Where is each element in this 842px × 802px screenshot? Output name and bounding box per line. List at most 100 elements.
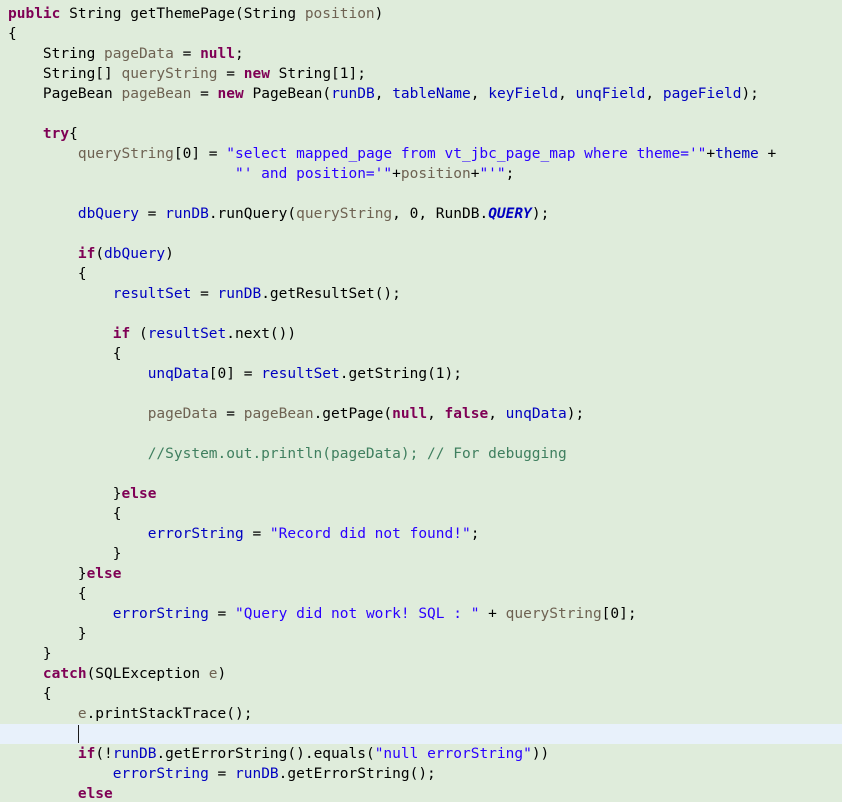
code-line[interactable]: } <box>0 624 842 644</box>
token-local: position <box>304 6 375 22</box>
token-string: "' and position='" <box>234 166 393 182</box>
token-string: "Query did not work! SQL : " <box>235 606 480 622</box>
code-line[interactable]: dbQuery = runDB.runQuery(queryString, 0,… <box>0 204 842 224</box>
token-plain: = <box>208 766 235 782</box>
code-line[interactable] <box>0 184 842 204</box>
token-plain: String[1]; <box>269 66 366 82</box>
code-line[interactable]: if (resultSet.next()) <box>0 324 842 344</box>
code-line[interactable]: { <box>0 504 842 524</box>
code-line[interactable]: { <box>0 344 842 364</box>
token-plain: + <box>479 606 506 622</box>
token-plain: { <box>69 126 78 142</box>
code-line[interactable]: unqData[0] = resultSet.getString(1); <box>0 364 842 384</box>
token-field: errorString <box>112 766 209 782</box>
token-keyword: else <box>121 486 157 502</box>
token-field: runDB <box>235 766 279 782</box>
code-line[interactable]: { <box>0 584 842 604</box>
code-line[interactable]: { <box>0 684 842 704</box>
code-line[interactable]: errorString = "Query did not work! SQL :… <box>0 604 842 624</box>
code-line[interactable]: e.printStackTrace(); <box>0 704 842 724</box>
token-plain <box>8 126 43 142</box>
token-plain: = <box>217 406 244 422</box>
token-plain <box>8 786 78 802</box>
code-line[interactable]: else <box>0 784 842 802</box>
token-plain: PageBean( <box>243 86 332 102</box>
code-line[interactable]: //System.out.println(pageData); // For d… <box>0 444 842 464</box>
current-line-highlight[interactable] <box>0 724 842 744</box>
code-line[interactable]: public String getThemePage(String positi… <box>0 4 842 24</box>
token-plain: ); <box>531 206 550 222</box>
token-plain: ( <box>95 246 105 262</box>
token-plain: .runQuery( <box>208 206 297 222</box>
token-field: dbQuery <box>104 246 166 262</box>
token-plain <box>8 406 148 422</box>
token-field: errorString <box>112 606 209 622</box>
token-field: keyField <box>488 86 559 102</box>
token-plain: + <box>392 166 401 182</box>
code-line[interactable]: } <box>0 644 842 664</box>
token-plain: = <box>138 206 166 222</box>
token-plain: ( <box>130 326 148 342</box>
token-plain <box>8 706 78 722</box>
token-plain: String getThemePage(String <box>60 6 305 22</box>
code-line[interactable]: String[] queryString = new String[1]; <box>0 64 842 84</box>
token-plain: ; <box>235 46 244 62</box>
token-plain: = <box>191 86 218 102</box>
token-local: pageBean <box>243 406 314 422</box>
code-line[interactable]: }else <box>0 564 842 584</box>
token-plain: } <box>8 566 87 582</box>
token-plain: , <box>427 406 445 422</box>
token-field: resultSet <box>112 286 192 302</box>
token-plain: .getResultSet(); <box>261 286 401 302</box>
code-line[interactable]: PageBean pageBean = new PageBean(runDB, … <box>0 84 842 104</box>
token-field: unqData <box>505 406 567 422</box>
token-string: "Record did not found!" <box>269 526 471 542</box>
code-line[interactable]: "' and position='"+position+"'"; <box>0 164 842 184</box>
code-line[interactable]: if(dbQuery) <box>0 244 842 264</box>
code-line[interactable]: catch(SQLException e) <box>0 664 842 684</box>
token-keyword: else <box>77 786 113 802</box>
code-line[interactable]: queryString[0] = "select mapped_page fro… <box>0 144 842 164</box>
token-plain <box>8 326 113 342</box>
token-plain: PageBean <box>8 86 122 102</box>
code-line[interactable]: errorString = runDB.getErrorString(); <box>0 764 842 784</box>
token-keyword: new <box>243 66 270 82</box>
token-field: runDB <box>331 86 375 102</box>
code-line[interactable]: if(!runDB.getErrorString().equals("null … <box>0 744 842 764</box>
token-field: errorString <box>147 526 244 542</box>
token-local: queryString <box>77 146 174 162</box>
token-keyword: public <box>8 6 61 22</box>
code-line[interactable]: String pageData = null; <box>0 44 842 64</box>
token-local: queryString <box>296 206 393 222</box>
code-line[interactable]: try{ <box>0 124 842 144</box>
token-plain: , <box>374 86 393 102</box>
token-plain: = <box>208 606 235 622</box>
token-plain: { <box>8 506 122 522</box>
code-line[interactable] <box>0 304 842 324</box>
code-line[interactable]: { <box>0 24 842 44</box>
code-line[interactable]: pageData = pageBean.getPage(null, false,… <box>0 404 842 424</box>
code-line[interactable] <box>0 224 842 244</box>
code-line[interactable]: }else <box>0 484 842 504</box>
token-plain <box>8 666 43 682</box>
token-keyword: null <box>200 46 235 62</box>
token-plain: , 0, RunDB. <box>392 206 489 222</box>
code-line[interactable] <box>0 464 842 484</box>
token-local: pageBean <box>121 86 192 102</box>
code-line[interactable]: resultSet = runDB.getResultSet(); <box>0 284 842 304</box>
code-line[interactable] <box>0 384 842 404</box>
token-field: tableName <box>392 86 471 102</box>
code-line[interactable]: } <box>0 544 842 564</box>
code-line[interactable] <box>0 424 842 444</box>
token-field: runDB <box>217 286 262 302</box>
token-string: "null errorString" <box>374 746 532 762</box>
token-plain: .printStackTrace(); <box>86 706 253 722</box>
token-plain <box>8 286 113 302</box>
code-line[interactable] <box>0 104 842 124</box>
code-line[interactable]: { <box>0 264 842 284</box>
token-keyword: catch <box>42 666 87 682</box>
token-local: queryString <box>505 606 602 622</box>
code-line[interactable]: errorString = "Record did not found!"; <box>0 524 842 544</box>
token-field: pageField <box>662 86 742 102</box>
